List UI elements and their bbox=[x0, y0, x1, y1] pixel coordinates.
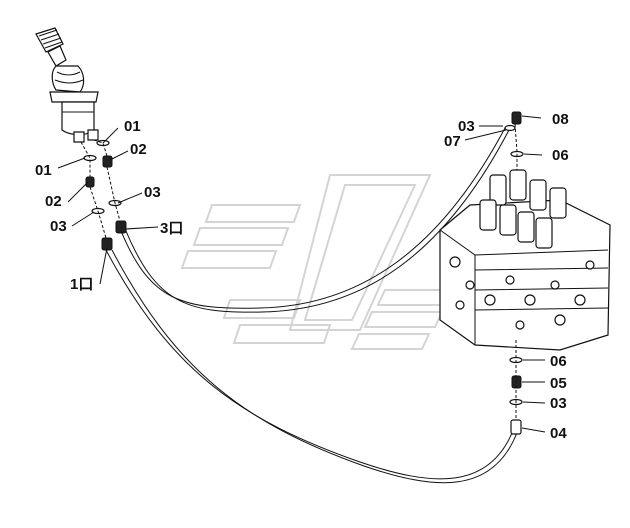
label-port-3: 3口 bbox=[160, 220, 183, 237]
left-leader-lines bbox=[57, 127, 159, 285]
left-fittings-column-a bbox=[83, 154, 113, 251]
label-07-top: 07 bbox=[444, 133, 461, 150]
hoses bbox=[105, 127, 519, 484]
label-01-upper: 01 bbox=[124, 118, 141, 135]
joystick-valve bbox=[35, 27, 99, 143]
label-04-bottom: 04 bbox=[550, 425, 567, 442]
bottom-right-fittings bbox=[509, 340, 546, 435]
left-fittings-column-b bbox=[96, 139, 127, 234]
label-06-bottom: 06 bbox=[550, 353, 567, 370]
watermark-logo bbox=[180, 174, 457, 350]
control-valve-block bbox=[439, 169, 611, 351]
top-right-fittings bbox=[464, 111, 543, 172]
label-03-lower: 03 bbox=[50, 218, 67, 235]
left-guide-lines bbox=[80, 139, 121, 239]
part-labels: 01 02 03 01 02 03 3口 1口 03 07 08 06 06 0… bbox=[35, 111, 569, 442]
label-02-upper: 02 bbox=[130, 141, 147, 158]
label-08-top: 08 bbox=[552, 111, 569, 128]
label-05-bottom: 05 bbox=[550, 375, 567, 392]
valve-ports bbox=[449, 256, 595, 330]
label-port-1: 1口 bbox=[70, 276, 93, 293]
label-03-top: 03 bbox=[458, 118, 475, 135]
label-01-lower: 01 bbox=[35, 162, 52, 179]
label-06-top: 06 bbox=[552, 147, 569, 164]
label-03-bottom: 03 bbox=[550, 395, 567, 412]
label-02-lower: 02 bbox=[45, 193, 62, 210]
label-03-upper: 03 bbox=[144, 184, 161, 201]
valve-solenoids bbox=[479, 169, 567, 249]
